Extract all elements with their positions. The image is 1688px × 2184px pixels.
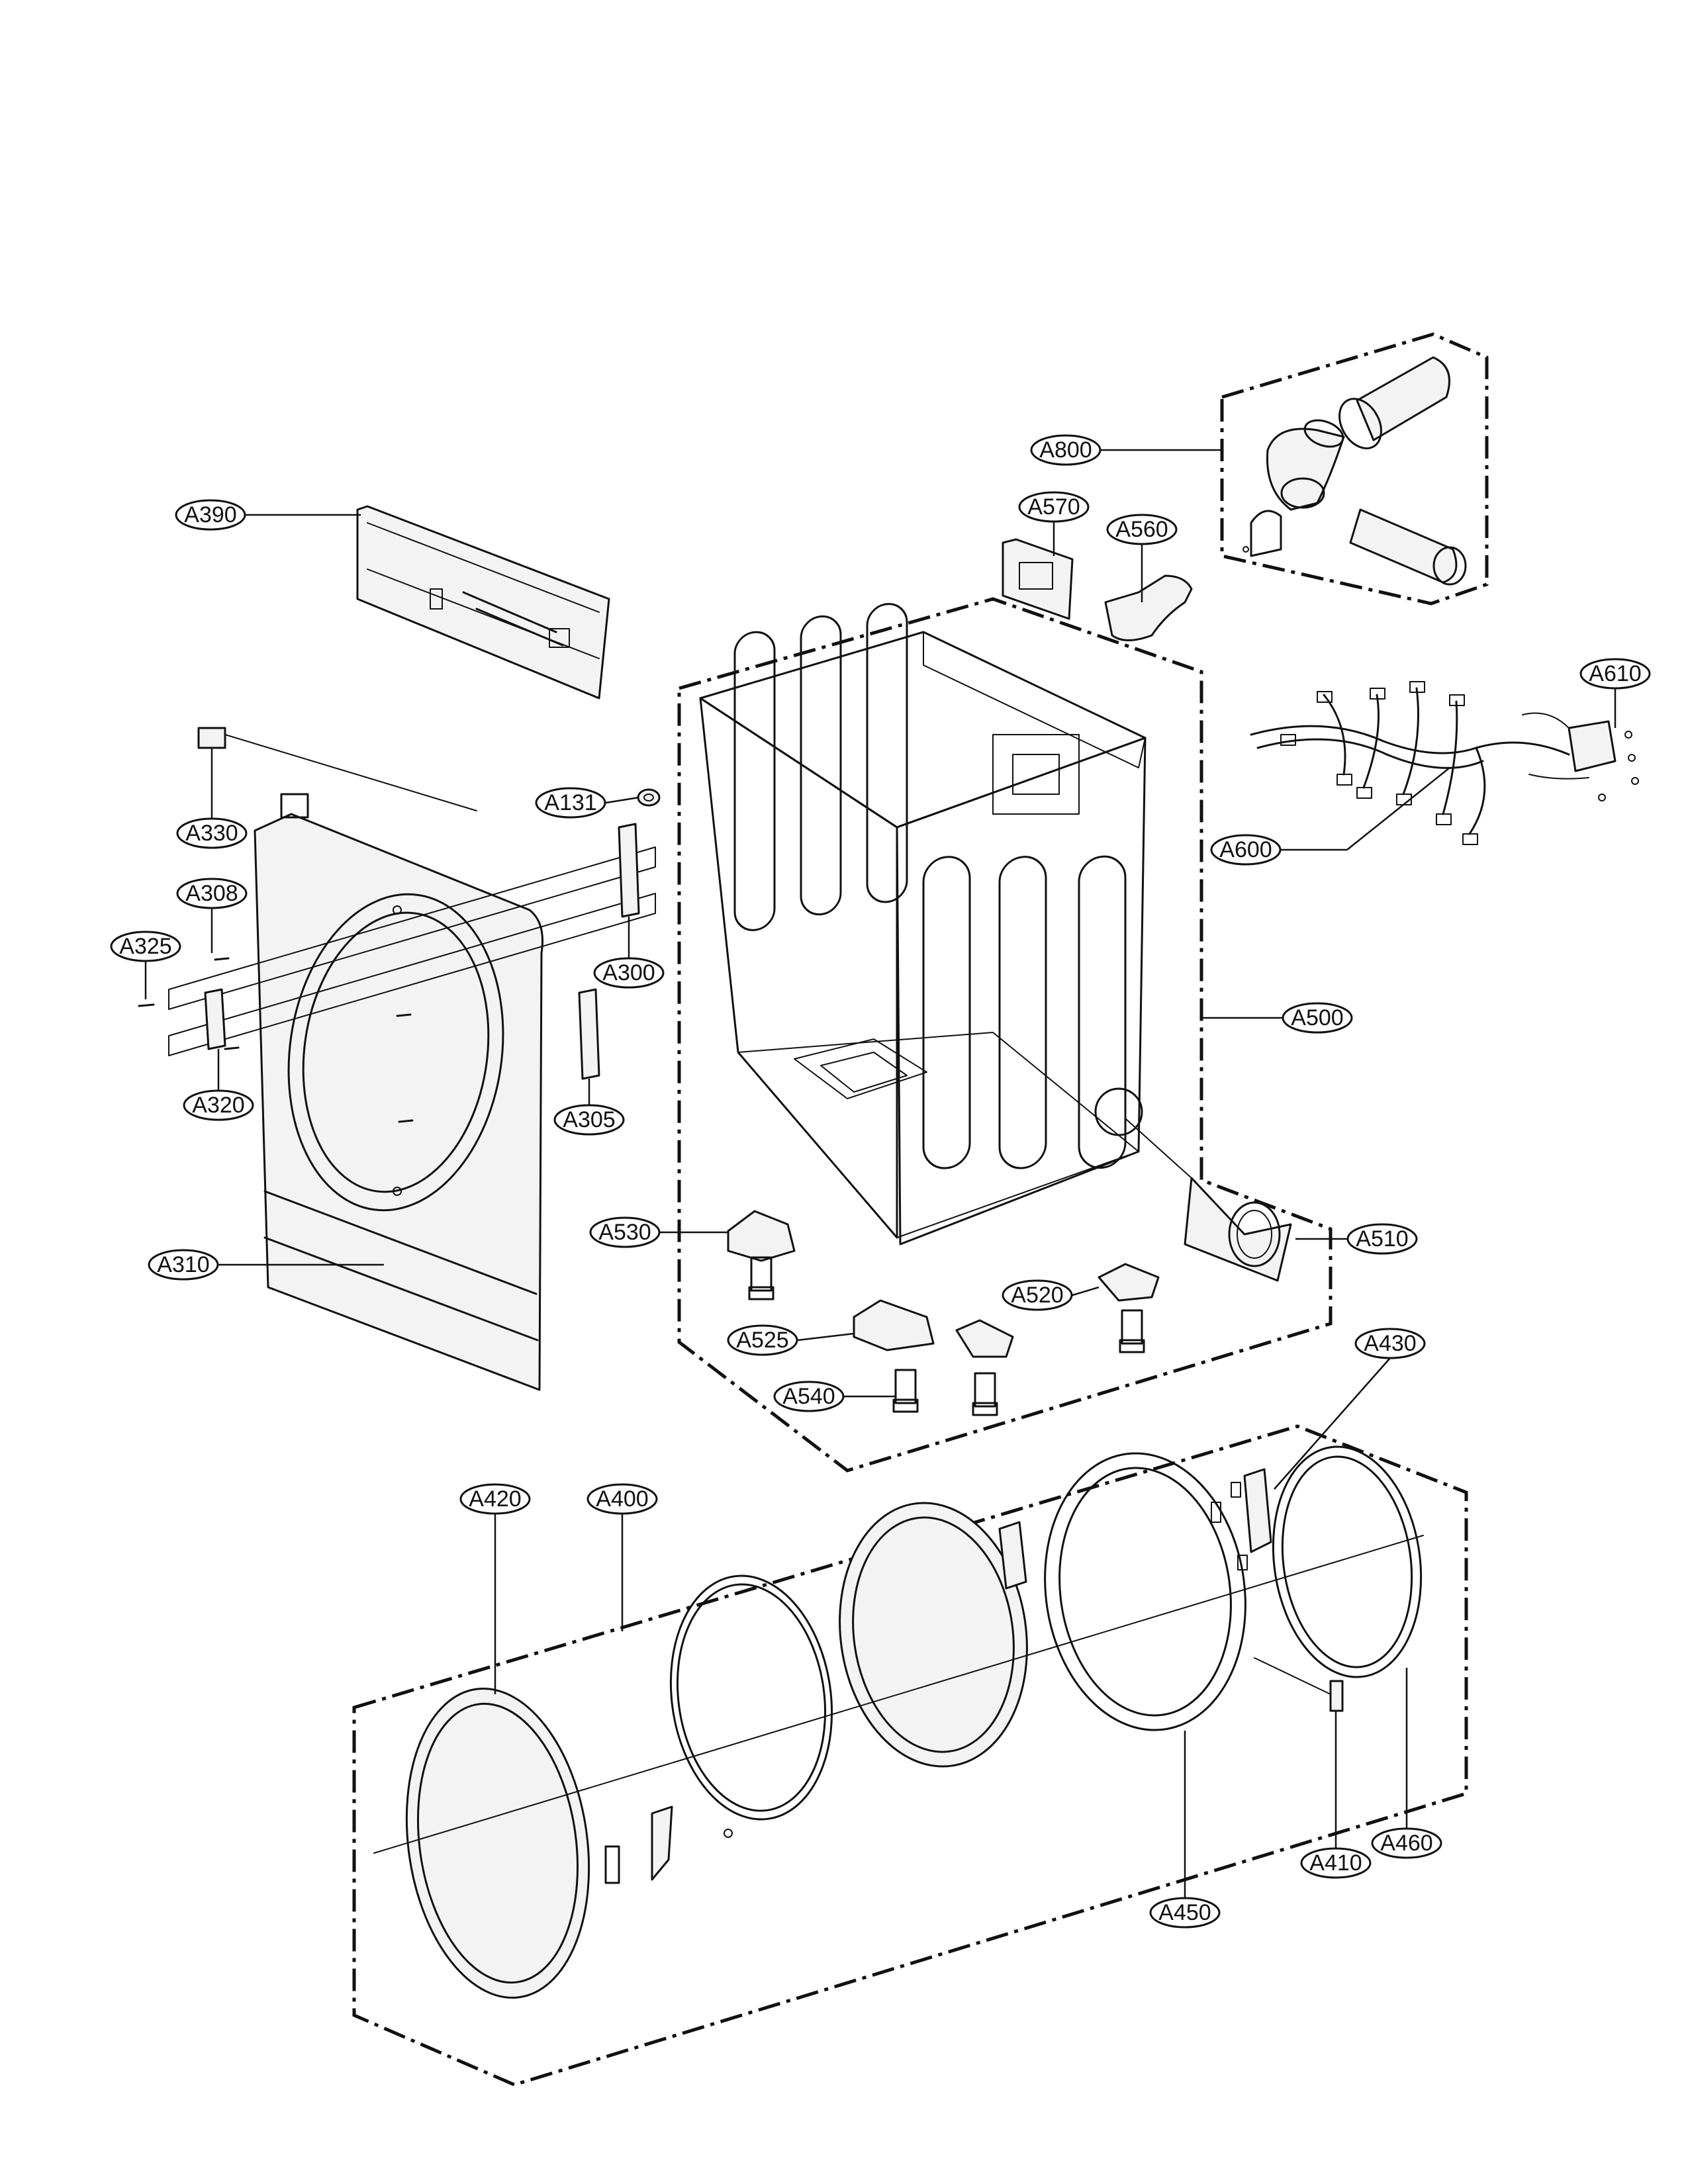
svg-text:A330: A330 xyxy=(185,821,238,846)
leveling-legs xyxy=(727,1210,1160,1416)
boundary-a800-group xyxy=(1220,332,1489,606)
callout-a460: A460 xyxy=(1371,1827,1442,1859)
svg-text:A320: A320 xyxy=(192,1093,244,1118)
svg-text:A600: A600 xyxy=(1219,837,1272,862)
callout-a510: A510 xyxy=(1346,1223,1418,1255)
callout-a400: A400 xyxy=(586,1483,658,1515)
callout-bubbles: A800 A390 A570 A560 A610 A330 A131 A600 … xyxy=(110,434,1651,1929)
svg-text:A400: A400 xyxy=(596,1486,648,1512)
svg-text:A530: A530 xyxy=(598,1220,651,1245)
wire-harness xyxy=(1250,681,1639,845)
cabinet xyxy=(699,603,1147,1246)
callout-a410: A410 xyxy=(1300,1847,1372,1879)
assembly-boundaries xyxy=(352,332,1489,2087)
callout-a325: A325 xyxy=(110,931,181,962)
svg-text:A430: A430 xyxy=(1364,1331,1416,1356)
svg-text:A131: A131 xyxy=(544,790,596,815)
callout-a330: A330 xyxy=(176,817,248,849)
small-rear-parts xyxy=(1002,538,1193,641)
callout-a131: A131 xyxy=(535,787,606,819)
control-bracket xyxy=(356,505,610,700)
svg-text:A325: A325 xyxy=(119,934,171,959)
callout-a540: A540 xyxy=(773,1381,845,1412)
callout-a390: A390 xyxy=(175,499,246,531)
front-panel xyxy=(138,727,656,1391)
callout-a305: A305 xyxy=(553,1104,625,1136)
svg-text:A300: A300 xyxy=(602,960,655,985)
callout-a500: A500 xyxy=(1282,1002,1353,1034)
callout-a450: A450 xyxy=(1149,1897,1221,1929)
callout-a570: A570 xyxy=(1018,491,1090,523)
callout-a430: A430 xyxy=(1354,1328,1426,1359)
callout-a560: A560 xyxy=(1106,514,1178,545)
callout-a530: A530 xyxy=(589,1216,661,1248)
callout-a420: A420 xyxy=(459,1483,531,1515)
leader-lines xyxy=(144,449,1617,1898)
svg-text:A410: A410 xyxy=(1309,1850,1362,1876)
duct-kit xyxy=(1243,356,1467,586)
svg-text:A560: A560 xyxy=(1115,517,1168,542)
svg-text:A800: A800 xyxy=(1039,437,1092,463)
svg-text:A570: A570 xyxy=(1027,494,1080,520)
callout-a610: A610 xyxy=(1579,658,1651,690)
svg-text:A525: A525 xyxy=(736,1328,788,1353)
svg-text:A308: A308 xyxy=(185,881,238,906)
callout-a525: A525 xyxy=(727,1324,798,1356)
boundary-a500-group xyxy=(677,597,1333,1473)
callout-a520: A520 xyxy=(1002,1279,1073,1311)
svg-text:A610: A610 xyxy=(1589,661,1641,686)
callout-a320: A320 xyxy=(183,1089,254,1121)
grommet xyxy=(637,788,661,807)
svg-text:A390: A390 xyxy=(184,502,236,527)
svg-text:A450: A450 xyxy=(1158,1900,1211,1925)
callout-a800: A800 xyxy=(1030,434,1102,466)
callout-a308: A308 xyxy=(176,878,248,909)
callout-a600: A600 xyxy=(1210,834,1282,866)
callout-a300: A300 xyxy=(593,957,665,989)
svg-text:A510: A510 xyxy=(1356,1226,1408,1251)
callout-a310: A310 xyxy=(148,1249,219,1281)
svg-text:A520: A520 xyxy=(1011,1283,1063,1308)
svg-text:A500: A500 xyxy=(1291,1005,1343,1030)
door-parts xyxy=(373,1445,1424,1999)
svg-text:A305: A305 xyxy=(563,1107,615,1132)
svg-text:A460: A460 xyxy=(1380,1831,1432,1856)
exhaust-duct xyxy=(1125,1118,1292,1282)
svg-text:A540: A540 xyxy=(782,1384,835,1409)
boundary-a400-group xyxy=(352,1424,1468,2087)
svg-text:A310: A310 xyxy=(157,1252,209,1277)
svg-text:A420: A420 xyxy=(469,1486,521,1512)
